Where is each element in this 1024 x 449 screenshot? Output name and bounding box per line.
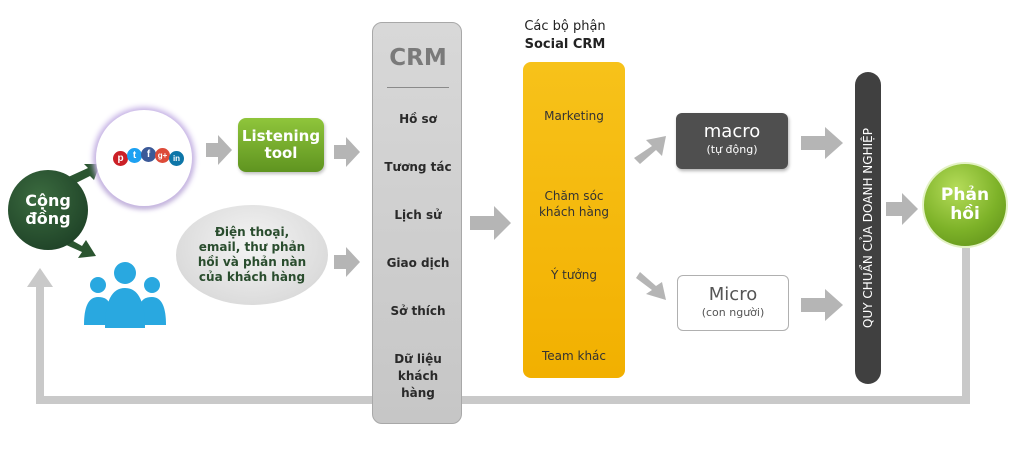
listening-tool-box: Listening tool	[238, 118, 324, 172]
arrow-to-micro	[636, 272, 666, 300]
micro-title: Micro	[708, 284, 758, 305]
crm-item-transaction: Giao dịch	[386, 256, 450, 270]
arrow-standard-to-response	[886, 193, 918, 225]
google-plus-icon: g+	[155, 148, 170, 163]
social-crm-heading-line2: Social CRM	[510, 36, 620, 54]
community-label-line1: Cộng	[25, 191, 71, 210]
channels-bubble: Điện thoại, email, thư phản hồi và phản …	[176, 205, 328, 305]
feedback-loop-arrowhead	[27, 268, 53, 287]
pinterest-icon: p	[113, 151, 128, 166]
macro-subtitle: (tự động)	[706, 143, 758, 156]
dept-other-team-label: Team khác	[541, 349, 607, 363]
crm-item-customer-data-line3: hàng	[401, 386, 435, 400]
crm-title-divider	[387, 87, 449, 88]
micro-box: Micro (con người)	[677, 275, 789, 331]
arrow-to-macro	[634, 136, 666, 164]
arrow-micro-to-standard	[801, 289, 843, 321]
channels-bubble-text: Điện thoại, email, thư phản hồi và phản …	[197, 225, 307, 284]
crm-title: CRM	[389, 45, 447, 71]
response-label-line1: Phản	[940, 185, 990, 205]
dept-marketing-label: Marketing	[544, 109, 604, 123]
dept-ideas-label: Ý tưởng	[550, 268, 598, 282]
dept-customer-care-label-line2: khách hàng	[538, 205, 610, 219]
dept-customer-care-label-line1: Chăm sóc	[544, 189, 604, 203]
micro-subtitle: (con người)	[701, 306, 765, 319]
twitter-icon: t	[127, 148, 142, 163]
listening-tool-line2: tool	[264, 144, 298, 162]
people-group-icon	[84, 262, 166, 328]
social-crm-heading-line1: Các bộ phận	[524, 19, 606, 34]
arrow-bubble-to-crm	[334, 247, 360, 277]
linkedin-icon: in	[169, 151, 184, 166]
community-label-line2: đồng	[25, 209, 71, 228]
arrow-social-to-listening	[206, 135, 232, 165]
response-label-line2: hồi	[950, 204, 980, 224]
feedback-loop-line	[36, 248, 970, 404]
crm-item-customer-data-line2: khách	[397, 369, 439, 383]
macro-box: macro (tự động)	[676, 113, 788, 169]
crm-item-preference: Sở thích	[390, 304, 446, 318]
crm-item-customer-data-line1: Dữ liệu	[394, 352, 442, 366]
facebook-icon: f	[141, 147, 156, 162]
crm-item-history: Lịch sử	[394, 208, 442, 222]
social-crm-departments-panel: Marketing Chăm sóc khách hàng Ý tưởng Te…	[523, 62, 625, 378]
arrow-community-to-people	[64, 237, 96, 258]
social-media-circle: p t f g+ in	[96, 110, 192, 206]
crm-item-profile: Hồ sơ	[399, 112, 437, 126]
social-crm-heading: Các bộ phận Social CRM	[510, 18, 620, 54]
crm-panel: CRM Hồ sơ Tương tác Lịch sử Giao dịch Sở…	[372, 22, 462, 424]
arrow-crm-to-social-crm	[470, 206, 511, 240]
response-circle: Phản hồi	[922, 162, 1008, 248]
business-standard-text: QUY CHUẨN CỦA DOANH NGHIỆP	[861, 128, 875, 328]
social-crm-heading-bold: Social CRM	[524, 37, 606, 52]
crm-item-interaction: Tương tác	[384, 160, 452, 174]
arrow-listening-to-crm	[334, 137, 360, 167]
community-circle: Cộng đồng	[8, 170, 88, 250]
listening-tool-line1: Listening	[241, 127, 321, 145]
arrow-macro-to-standard	[801, 127, 843, 159]
crm-item-customer-data: Dữ liệu khách hàng	[373, 351, 463, 402]
business-standard-bar: QUY CHUẨN CỦA DOANH NGHIỆP	[855, 72, 881, 384]
macro-title: macro	[703, 121, 761, 142]
